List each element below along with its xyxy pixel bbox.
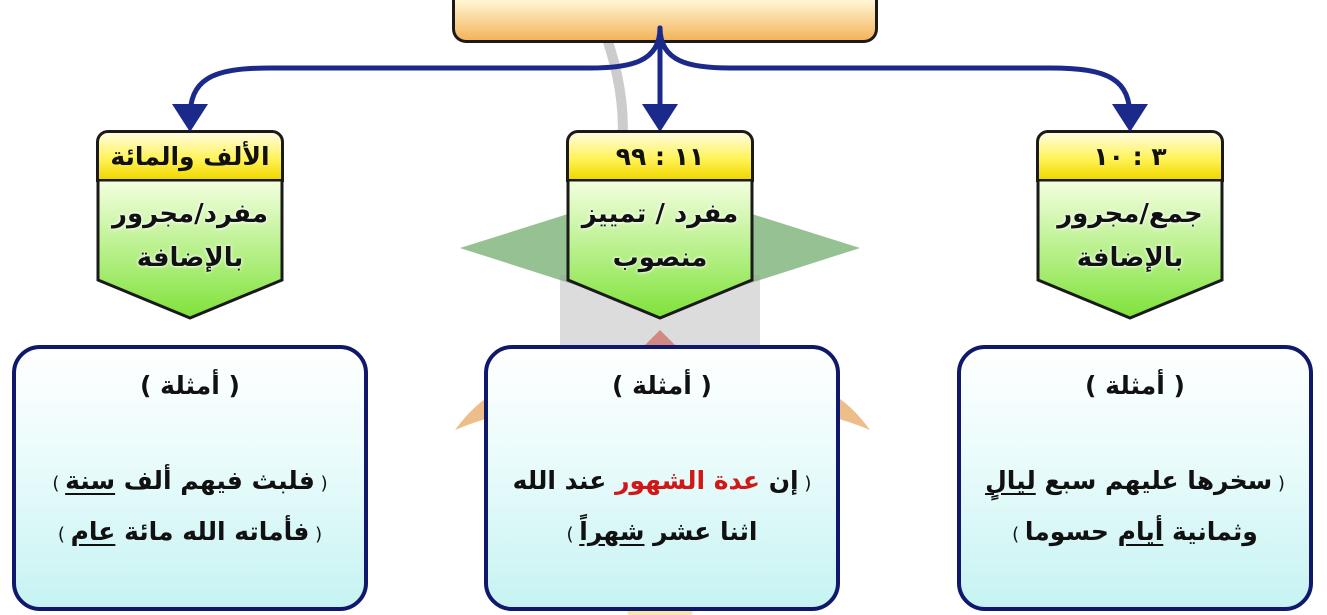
rule-line-2: منصوب xyxy=(612,243,708,273)
examples-card-eleven-ninetynine: ( أمثلة ) ( إن عدة الشهور عند الله اثنا … xyxy=(484,345,840,611)
highlighted-word: أيام xyxy=(1117,517,1164,546)
header-box xyxy=(452,0,878,43)
range-tag: الألف والمائة xyxy=(96,130,284,182)
examples-card-hundred-thousand: ( أمثلة ) ( فلبث فيهم ألف سنة ) ( فأماته… xyxy=(12,345,368,611)
examples-list: ( فلبث فيهم ألف سنة ) ( فأماته الله مائة… xyxy=(24,457,356,559)
rule-line-2: بالإضافة xyxy=(1076,243,1184,273)
examples-list: ( سخرها عليهم سبع ليالٍ وثمانية أيام حسو… xyxy=(969,457,1301,559)
highlighted-word: سنة xyxy=(65,466,116,495)
range-tag: ١١ : ٩٩ xyxy=(566,130,754,182)
example-line-2: ( فأماته الله مائة عام ) xyxy=(57,517,323,546)
rule-line-1: مفرد/مجرور xyxy=(112,199,268,229)
range-label: الألف والمائة xyxy=(110,141,270,171)
example-line-1: ( إن عدة الشهور عند الله xyxy=(512,466,812,495)
rule-arrow-shape xyxy=(1036,180,1224,320)
highlighted-word: عام xyxy=(70,517,116,546)
example-line-1: ( فلبث فيهم ألف سنة ) xyxy=(52,466,328,495)
connector-left xyxy=(187,25,663,121)
highlighted-word: ليالٍ xyxy=(985,466,1036,495)
arrowhead-right xyxy=(1112,104,1148,132)
examples-list: ( إن عدة الشهور عند الله اثنا عشر شهراً … xyxy=(496,457,828,559)
examples-title: ( أمثلة ) xyxy=(1085,371,1185,400)
arrowhead-left xyxy=(172,104,208,132)
range-label: ١١ : ٩٩ xyxy=(615,141,705,171)
rule-line-2: بالإضافة xyxy=(136,243,244,273)
rule-arrow-shape xyxy=(566,180,754,320)
example-line-1: ( سخرها عليهم سبع ليالٍ xyxy=(985,466,1285,495)
example-line-2: وثمانية أيام حسوما ) xyxy=(1012,517,1258,546)
examples-title: ( أمثلة ) xyxy=(612,371,712,400)
highlighted-phrase: عدة الشهور xyxy=(615,466,761,495)
range-tag: ٣ : ١٠ xyxy=(1036,130,1224,182)
arrowhead-center xyxy=(642,104,678,132)
examples-card-three-ten: ( أمثلة ) ( سخرها عليهم سبع ليالٍ وثماني… xyxy=(957,345,1313,611)
examples-title: ( أمثلة ) xyxy=(140,371,240,400)
highlighted-word: شهراً xyxy=(579,517,645,546)
example-line-2: اثنا عشر شهراً ) xyxy=(566,517,758,546)
rule-line-1: مفرد / تمييز xyxy=(581,199,739,229)
connector-right xyxy=(657,25,1133,121)
range-label: ٣ : ١٠ xyxy=(1093,141,1167,171)
rule-arrow-shape xyxy=(96,180,284,320)
rule-line-1: جمع/مجرور xyxy=(1057,199,1203,229)
